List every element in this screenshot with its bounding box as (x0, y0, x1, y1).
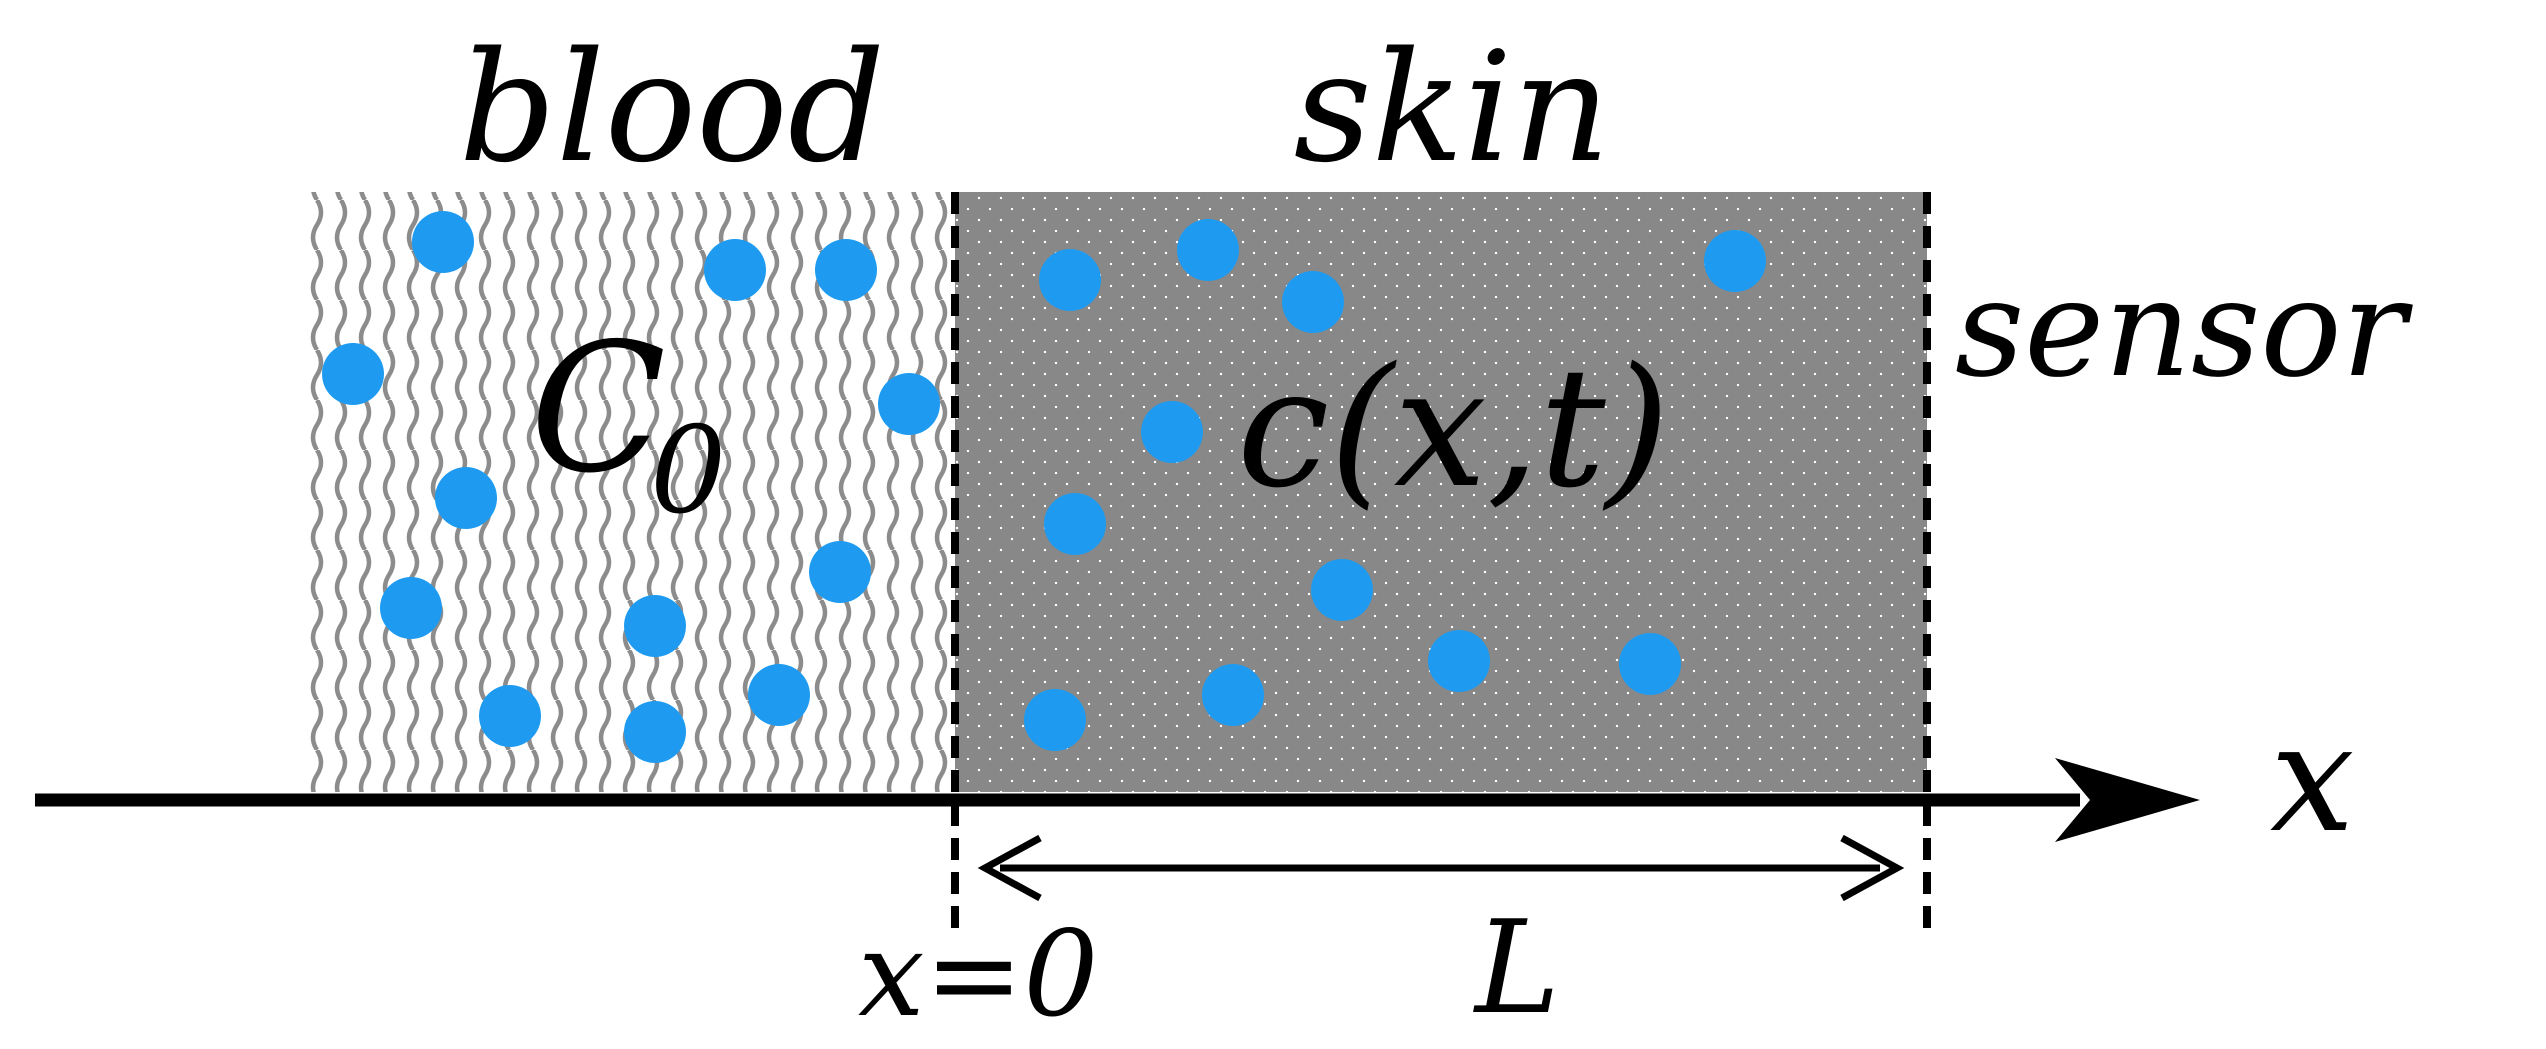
axis-arrowhead-icon (2055, 758, 2200, 842)
particle (479, 685, 541, 747)
particle (809, 541, 871, 603)
particle (1024, 689, 1086, 751)
thickness-label: L (1473, 894, 1560, 1043)
origin-label: x=0 (858, 905, 1099, 1043)
particle (1039, 249, 1101, 311)
particle (1202, 664, 1264, 726)
particle (624, 701, 686, 763)
particle (435, 467, 497, 529)
particle (1177, 219, 1239, 281)
blood-label: blood (459, 19, 885, 196)
particle (1704, 230, 1766, 292)
skin-label: skin (1294, 19, 1611, 196)
thickness-dimension-arrow (977, 834, 1905, 902)
particle (878, 373, 940, 435)
particle (1311, 559, 1373, 621)
particle (1428, 630, 1490, 692)
particle (1282, 271, 1344, 333)
particle (412, 211, 474, 273)
particle (1619, 633, 1681, 695)
particle (748, 664, 810, 726)
particle (380, 577, 442, 639)
particle (704, 239, 766, 301)
particle (322, 343, 384, 405)
sensor-label: sensor (1955, 250, 2414, 407)
dimension-left-arrowhead-icon (977, 834, 1042, 902)
blood-concentration-symbol: C (530, 305, 666, 512)
blood-particles (322, 211, 940, 763)
x-axis (35, 758, 2200, 842)
dimension-right-arrowhead-icon (1840, 834, 1905, 902)
particle (624, 595, 686, 657)
particle (1141, 401, 1203, 463)
particle (815, 239, 877, 301)
blood-concentration-label: C 0 (530, 305, 726, 541)
skin-concentration-label: c(x,t) (1237, 332, 1670, 524)
skin-particles (1024, 219, 1766, 751)
blood-concentration-subscript: 0 (650, 402, 726, 541)
skin-region (955, 192, 1927, 792)
axis-label: x (2270, 692, 2355, 866)
particle (1044, 493, 1106, 555)
